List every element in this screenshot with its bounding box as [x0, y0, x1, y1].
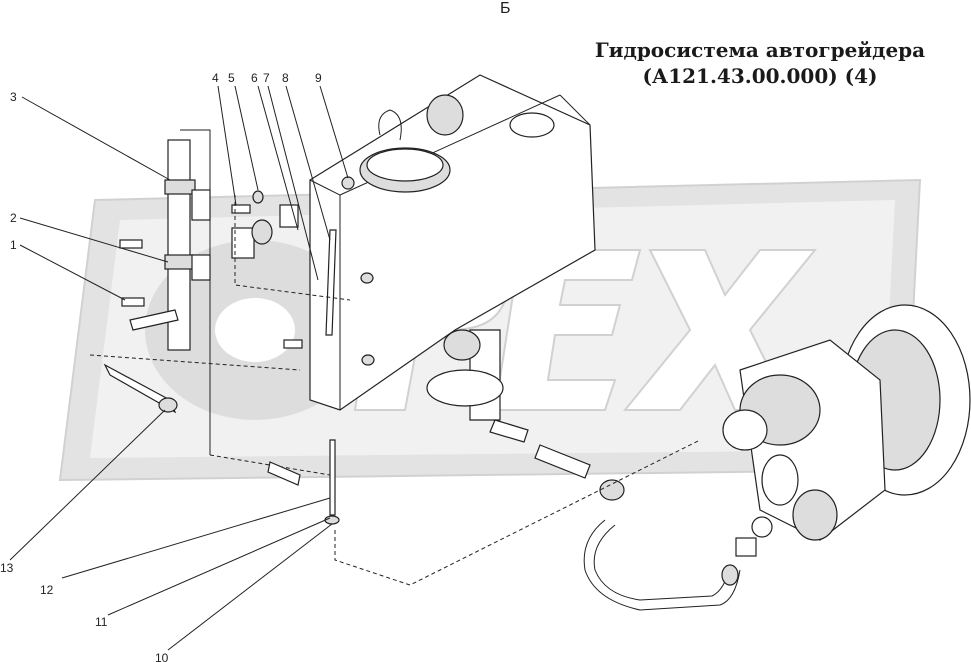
callout-1: 1 — [10, 238, 17, 252]
callout-10: 10 — [155, 651, 169, 662]
callout-5: 5 — [228, 71, 235, 85]
fasteners — [119, 176, 375, 366]
hydraulic-tank — [309, 74, 596, 411]
callout-9: 9 — [315, 71, 322, 85]
page-title: Гидросистема автогрейдера — [594, 38, 926, 62]
callout-2: 2 — [10, 211, 17, 225]
callout-7: 7 — [263, 71, 270, 85]
callout-11: 11 — [95, 615, 108, 629]
pump-gearbox — [721, 304, 971, 586]
page-subtitle: (А121.43.00.000) (4) — [642, 64, 878, 88]
leader-lines — [9, 85, 349, 651]
filter-assembly — [164, 129, 331, 476]
section-label: Б — [500, 0, 511, 17]
callout-13: 13 — [0, 561, 14, 575]
callout-4: 4 — [212, 71, 219, 85]
callout-12: 12 — [40, 583, 54, 597]
callout-3: 3 — [10, 90, 17, 104]
callout-8: 8 — [282, 71, 289, 85]
callout-6: 6 — [251, 71, 258, 85]
pipes — [89, 309, 741, 611]
callout-numbers: 1 2 3 4 5 6 7 8 9 10 11 12 13 — [0, 71, 322, 662]
